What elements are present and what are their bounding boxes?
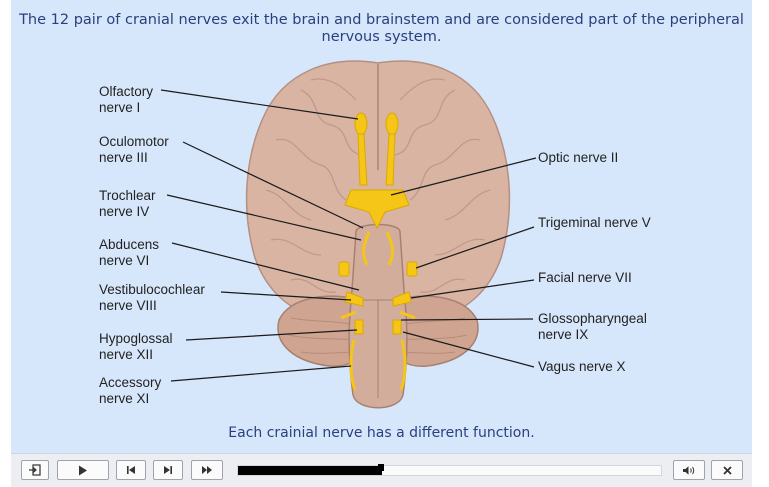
fast-forward-button[interactable] [191, 460, 223, 480]
label-optic-nerve: Optic nerve II [538, 150, 619, 165]
skip-forward-icon [164, 466, 172, 474]
label-hypoglossal-nerve: Hypoglossal nerve XII [99, 331, 173, 362]
volume-button[interactable] [673, 460, 705, 480]
close-button[interactable] [711, 460, 743, 480]
slide-caption: Each crainial nerve has a different func… [228, 425, 535, 441]
close-icon [722, 465, 732, 475]
progress-fill [238, 466, 382, 475]
play-icon [79, 465, 87, 475]
label-facial-nerve: Facial nerve VII [538, 270, 632, 285]
skip-back-icon [127, 466, 135, 474]
label-vagus-nerve: Vagus nerve X [538, 359, 626, 374]
exit-icon [29, 464, 41, 476]
volume-icon [683, 465, 695, 475]
label-trochlear-nerve: Trochlear nerve IV [99, 188, 156, 219]
brain-diagram [160, 60, 537, 409]
progress-thumb[interactable] [377, 464, 384, 471]
label-olfactory-nerve: Olfactory nerve I [99, 84, 154, 115]
exit-button[interactable] [21, 460, 49, 480]
label-glossopharyngeal-nerve: Glossopharyngeal nerve IX [538, 311, 647, 342]
next-button[interactable] [153, 460, 183, 480]
slide-title: The 12 pair of cranial nerves exit the b… [19, 12, 744, 45]
play-button[interactable] [57, 460, 109, 480]
nerves [338, 112, 418, 335]
player-control-bar [11, 453, 752, 487]
label-accessory-nerve: Accessory nerve XI [99, 375, 162, 406]
label-vestibulocochlear-nerve: Vestibulocochlear nerve VIII [99, 282, 205, 313]
slide: The 12 pair of cranial nerves exit the b… [11, 0, 752, 453]
leader-lines [160, 89, 537, 382]
gyri [265, 78, 491, 293]
label-trigeminal-nerve: Trigeminal nerve V [538, 215, 651, 230]
label-abducens-nerve: Abducens nerve VI [99, 237, 160, 268]
label-oculomotor-nerve: Oculomotor nerve III [99, 134, 169, 165]
fast-forward-icon [202, 466, 212, 474]
previous-button[interactable] [116, 460, 146, 480]
progress-track[interactable] [237, 465, 662, 476]
